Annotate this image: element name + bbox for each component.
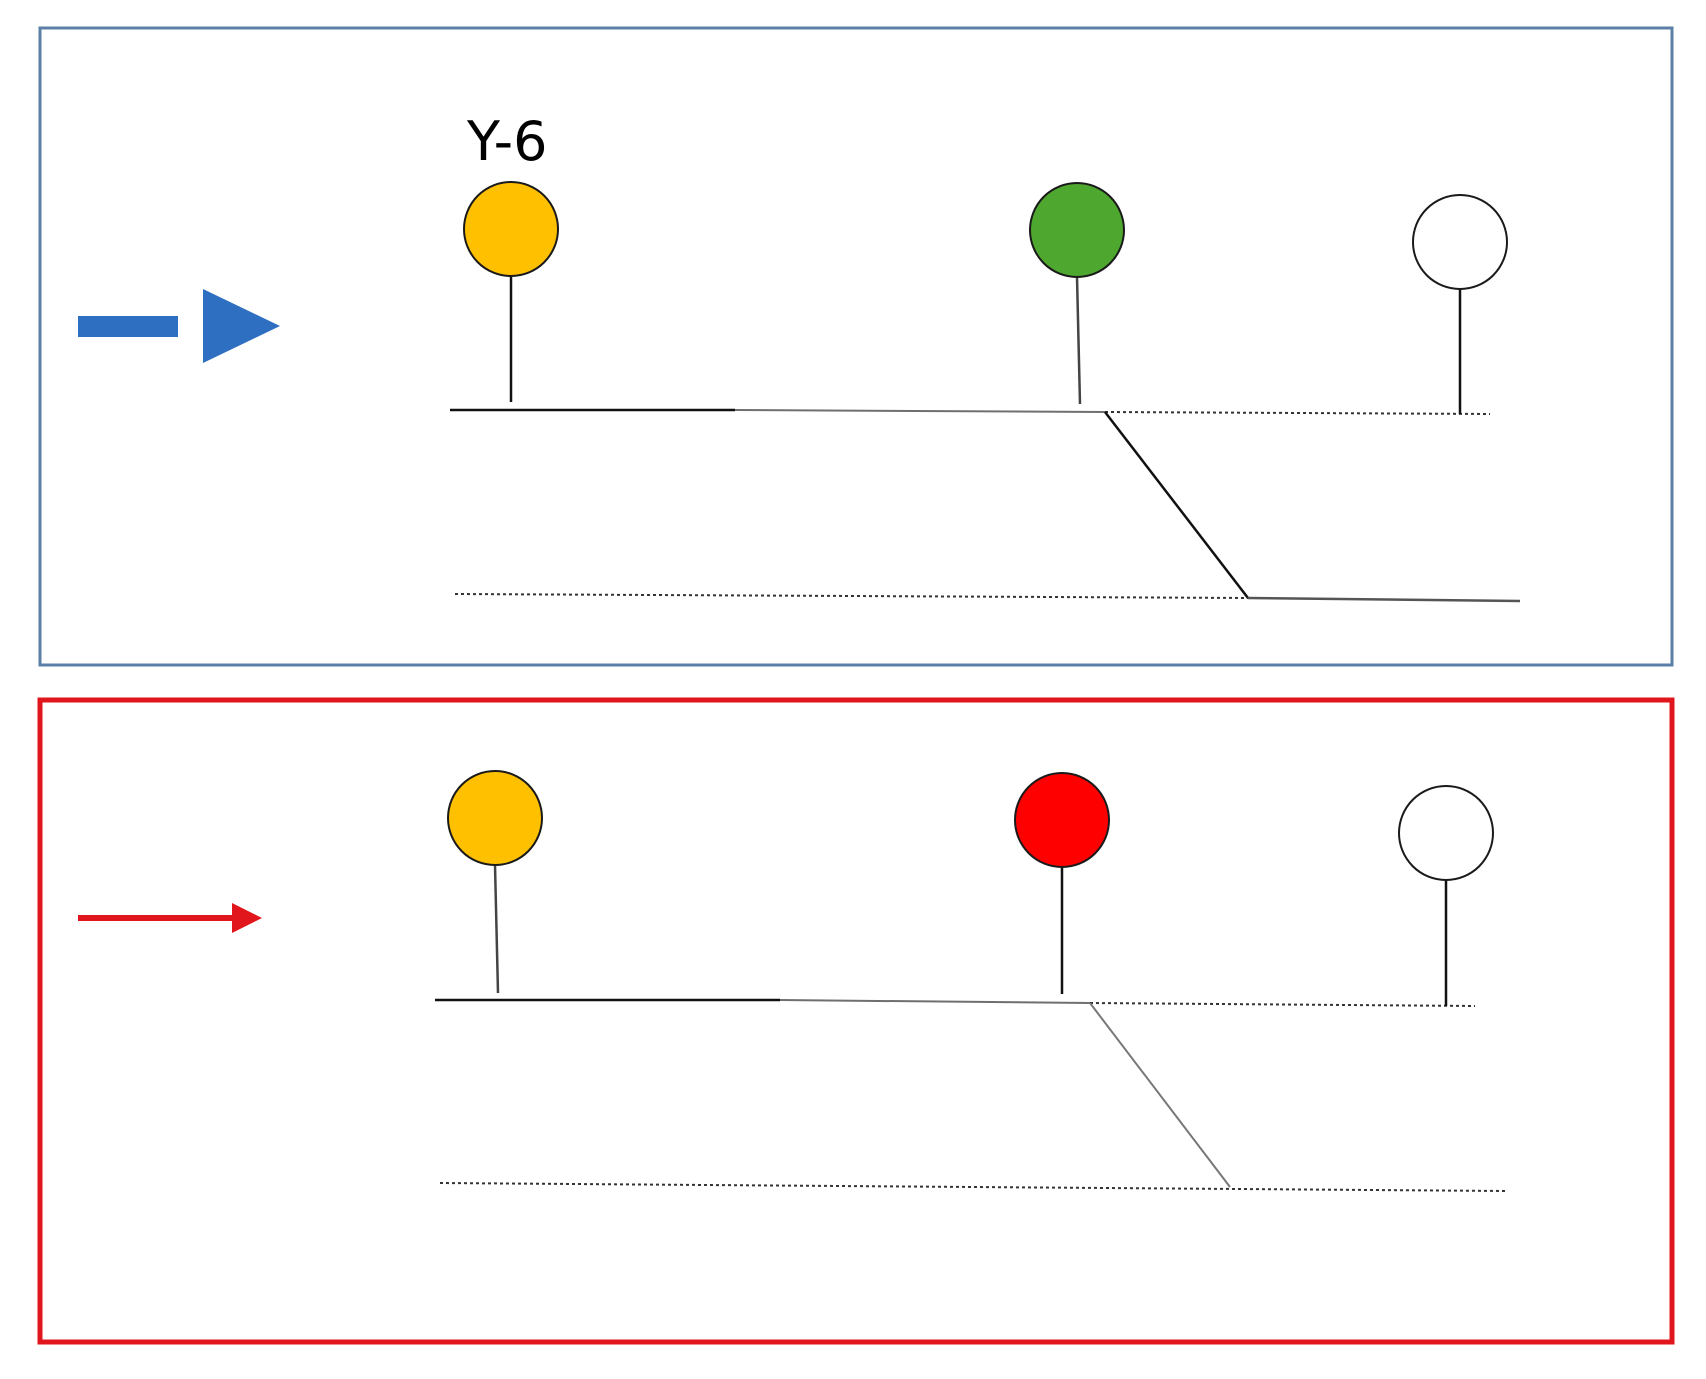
signal-lamp-unlit [1398, 785, 1494, 881]
top-main-track-dotted [1104, 411, 1491, 415]
top-main-track-faded [734, 409, 1106, 413]
top-track-layout [450, 408, 1521, 603]
bottom-panel-border [37, 697, 1675, 1345]
bottom-signal-3 [1398, 785, 1494, 1006]
top-crossover [1104, 411, 1249, 599]
bottom-panel [37, 697, 1675, 1345]
bottom-main-track-dotted [1089, 1002, 1476, 1007]
signal-lamp-yellow [463, 181, 559, 277]
signal-lamp-yellow [447, 770, 543, 866]
red-thin-arrow-right-icon [78, 903, 262, 933]
bottom-signal-2 [1014, 772, 1110, 994]
bottom-track-layout [435, 998, 1506, 1192]
signal-lamp-green [1029, 182, 1125, 278]
blue-block-arrow-right-icon [78, 289, 280, 363]
top-lower-track-dotted [454, 593, 1249, 599]
top-panel: Y-6 [38, 26, 1674, 667]
signal-post [1075, 276, 1082, 405]
bottom-signals [447, 770, 1494, 1006]
signal-lamp-unlit [1412, 194, 1508, 290]
bottom-main-track-faded [779, 999, 1091, 1004]
top-lower-track [1247, 596, 1521, 603]
top-signal-3 [1412, 194, 1508, 414]
bottom-lower-track-dotted [439, 1182, 1506, 1192]
signal-lamp-red [1014, 772, 1110, 868]
bottom-signal-1 [447, 770, 543, 994]
top-panel-border [38, 26, 1674, 667]
top-signal-1 [463, 181, 559, 402]
top-signals [463, 181, 1508, 414]
bottom-crossover [1089, 1002, 1231, 1188]
signal-label-y6: Y-6 [466, 110, 547, 173]
signal-post [493, 864, 500, 994]
top-signal-2 [1029, 182, 1125, 405]
